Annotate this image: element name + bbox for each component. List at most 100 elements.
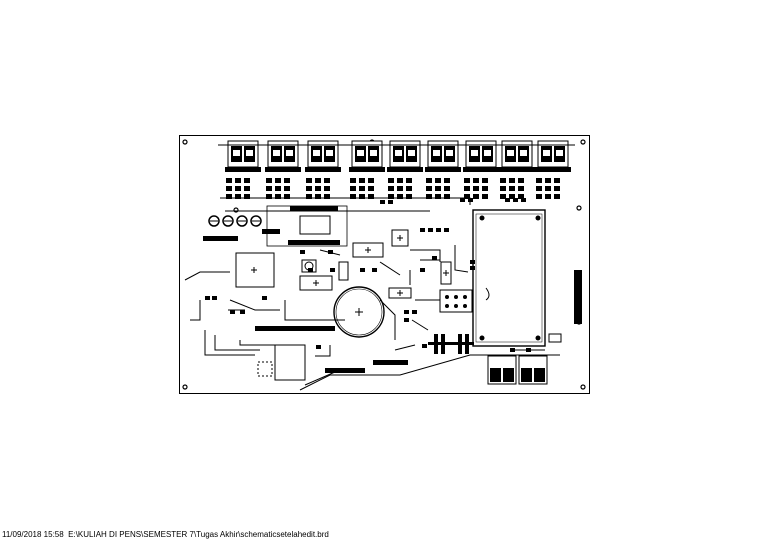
pad (505, 198, 510, 202)
smd-part (554, 186, 560, 191)
pad (388, 200, 393, 204)
smd-part (406, 194, 412, 199)
terminal-block (499, 140, 535, 172)
smd-part (235, 178, 241, 183)
smd-part (266, 178, 272, 183)
smd-part (266, 186, 272, 191)
smd-part (554, 194, 560, 199)
pad (513, 198, 518, 202)
bottom-terminal-blocks (487, 355, 548, 385)
smd-part (435, 186, 441, 191)
smd-part (397, 194, 403, 199)
mcu-module (262, 205, 348, 247)
pad (420, 228, 425, 232)
smd-part (324, 186, 330, 191)
terminal-block (225, 140, 261, 172)
smd-part (536, 186, 542, 191)
smd-part (500, 194, 506, 199)
smd-part (244, 194, 250, 199)
smd-part (426, 186, 432, 191)
smd-part (284, 178, 290, 183)
smd-part (536, 178, 542, 183)
smd-part (350, 194, 356, 199)
routed-traces (184, 245, 545, 351)
pad (521, 198, 526, 202)
pad (212, 296, 217, 300)
mosfets (428, 334, 474, 354)
terminal-block (305, 140, 341, 172)
power-module (472, 209, 546, 347)
pad (460, 198, 465, 202)
smd-part (315, 178, 321, 183)
ic-large (235, 252, 275, 288)
smd-part (388, 186, 394, 191)
center-components (299, 229, 452, 299)
smd-part (235, 194, 241, 199)
smd-part (444, 178, 450, 183)
pad (412, 310, 417, 314)
pad (262, 296, 267, 300)
print-footer: 11/09/2018 15:58 E:\KULIAH DI PENS\SEMES… (2, 530, 329, 539)
terminal-block (535, 140, 571, 172)
smd-part (518, 194, 524, 199)
smd-part (368, 178, 374, 183)
smd-part (464, 178, 470, 183)
pad (420, 268, 425, 272)
board-outline (179, 135, 590, 394)
terminal-block (463, 140, 499, 172)
pad (230, 310, 235, 314)
smd-part (473, 186, 479, 191)
smd-part (368, 186, 374, 191)
pad (330, 268, 335, 272)
pad (404, 310, 409, 314)
relay-pads (439, 289, 473, 313)
smd-part (226, 178, 232, 183)
pad (316, 345, 321, 349)
footer-timestamp: 11/09/2018 15:58 (2, 530, 64, 539)
smd-part (500, 178, 506, 183)
pad (470, 266, 475, 270)
smd-part (518, 186, 524, 191)
smd-part (406, 178, 412, 183)
smd-part (545, 178, 551, 183)
right-vertical-header (574, 270, 582, 324)
smd-part (518, 178, 524, 183)
header-pins-left (203, 236, 238, 241)
smd-part (306, 178, 312, 183)
pad (360, 268, 365, 272)
smd-part (509, 186, 515, 191)
pad (205, 296, 210, 300)
smd-part (554, 178, 560, 183)
smd-part (426, 194, 432, 199)
smd-part (359, 194, 365, 199)
pad (308, 268, 313, 272)
pad (372, 268, 377, 272)
pad (432, 256, 437, 260)
smd-part (306, 186, 312, 191)
smd-part (397, 186, 403, 191)
smd-part (359, 178, 365, 183)
pad (468, 198, 473, 202)
smd-part (315, 186, 321, 191)
smd-part (324, 178, 330, 183)
terminal-block-row (225, 140, 571, 172)
smd-part (509, 194, 515, 199)
terminal-block (425, 140, 461, 172)
pad (428, 228, 433, 232)
pad (444, 228, 449, 232)
smd-part (284, 194, 290, 199)
pad (526, 348, 531, 352)
smd-part (545, 194, 551, 199)
smd-part (368, 194, 374, 199)
smd-part (473, 178, 479, 183)
small-cap-right (548, 333, 562, 343)
smd-part (275, 178, 281, 183)
pad (470, 260, 475, 264)
smd-part (226, 186, 232, 191)
smd-part (275, 186, 281, 191)
smd-part (435, 194, 441, 199)
smd-part (244, 186, 250, 191)
smd-part (444, 186, 450, 191)
smd-pads (205, 198, 531, 352)
